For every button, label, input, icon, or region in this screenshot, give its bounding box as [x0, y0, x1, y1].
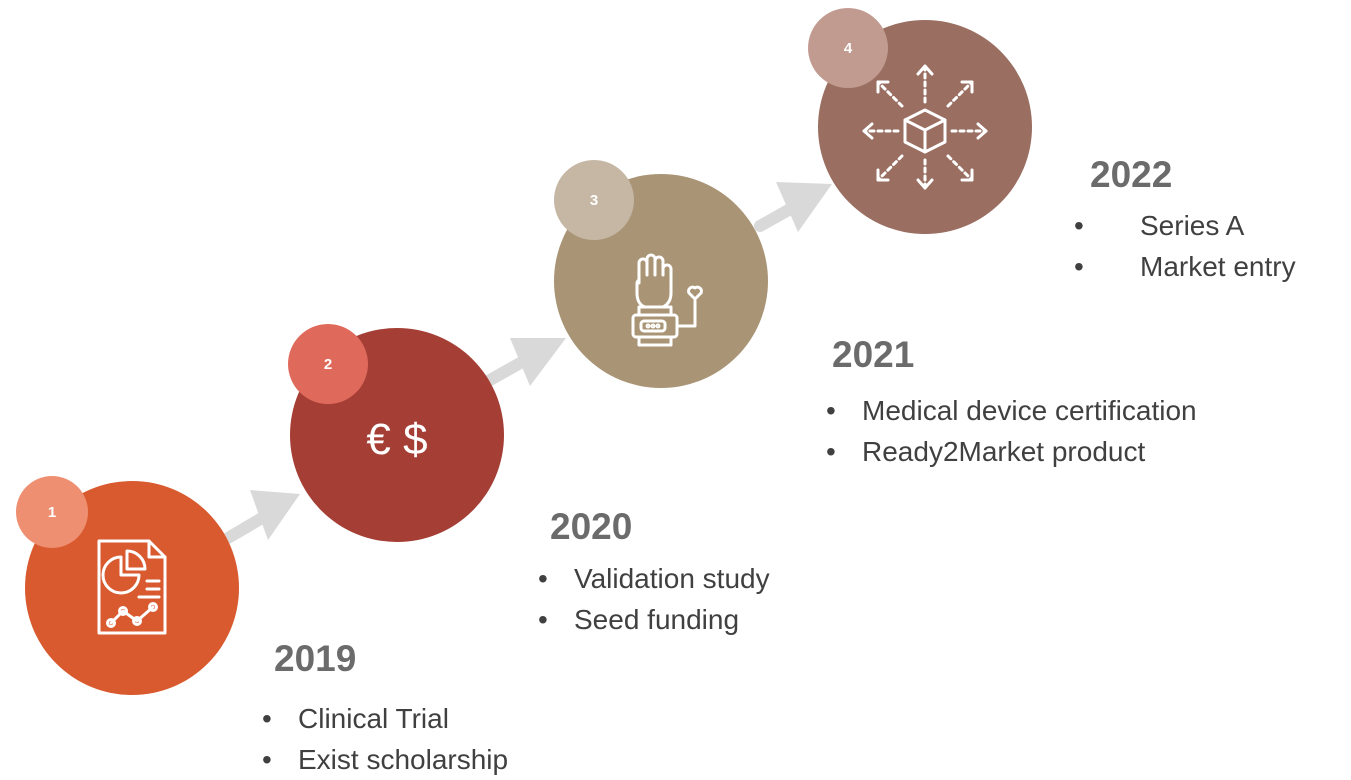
milestone-4-year: 2022	[1090, 154, 1173, 195]
list-item: Exist scholarship	[262, 739, 508, 780]
milestone-2-year: 2020	[550, 506, 633, 547]
list-item: Ready2Market product	[826, 431, 1197, 472]
package-expansion-icon	[860, 62, 990, 192]
milestone-3-year: 2021	[832, 334, 915, 375]
milestone-2-badge: 2	[288, 324, 368, 404]
milestone-3-badge: 3	[554, 160, 634, 240]
milestone-1-year: 2019	[274, 638, 357, 679]
connector-1-2	[222, 490, 300, 544]
list-item: Seed funding	[538, 599, 770, 640]
connector-3-4	[754, 182, 832, 232]
wearable-heart-icon	[606, 236, 726, 356]
connector-2-3	[484, 338, 566, 386]
milestone-2-items: Validation study Seed funding	[538, 558, 770, 640]
milestone-1-items: Clinical Trial Exist scholarship	[262, 698, 508, 780]
list-item: Market entry	[1074, 246, 1296, 287]
currency-icon: € $	[366, 415, 428, 464]
milestone-4-items: Series A Market entry	[1074, 205, 1296, 287]
list-item: Medical device certification	[826, 390, 1197, 431]
report-chart-icon	[72, 526, 192, 646]
milestone-4-badge: 4	[808, 8, 888, 88]
milestone-1-badge: 1	[16, 476, 88, 548]
list-item: Clinical Trial	[262, 698, 508, 739]
list-item: Series A	[1074, 205, 1296, 246]
list-item: Validation study	[538, 558, 770, 599]
milestone-3-items: Medical device certification Ready2Marke…	[826, 390, 1197, 472]
